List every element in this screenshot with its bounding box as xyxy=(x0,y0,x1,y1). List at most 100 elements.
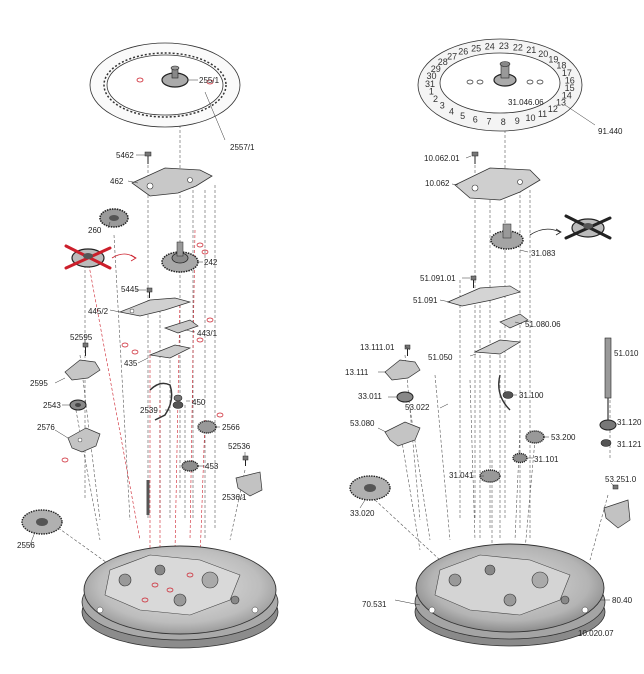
left-labels: 2557/1 255/1 5462 462 260 242 5445 445/2… xyxy=(17,76,255,550)
left-wheel-2543 xyxy=(69,399,87,411)
label-10-020-07: 10.020.07 xyxy=(578,629,614,638)
left-red-assembly-lines xyxy=(87,229,206,570)
date-disc-number: 3 xyxy=(440,101,445,111)
date-disc-number: 6 xyxy=(473,115,478,125)
label-53-200: 53.200 xyxy=(551,433,576,442)
label-31-041: 31.041 xyxy=(449,471,474,480)
label-52595: 52595 xyxy=(70,333,93,342)
label-51-080-06: 51.080.06 xyxy=(525,320,561,329)
date-disc-number: 21 xyxy=(526,45,536,55)
date-disc-number: 27 xyxy=(447,51,457,61)
date-disc-number: 31 xyxy=(425,79,435,89)
left-pinion-450 xyxy=(172,401,184,409)
label-51-091-01: 51.091.01 xyxy=(420,274,456,283)
date-disc-number: 17 xyxy=(562,68,572,78)
label-91-440: 91.440 xyxy=(598,127,623,136)
left-screw-5462 xyxy=(144,151,152,164)
right-lever-51-091 xyxy=(446,275,521,307)
right-part-53-251-0 xyxy=(603,484,631,529)
label-31-101: 31.101 xyxy=(534,455,559,464)
date-disc-number: 18 xyxy=(556,61,566,71)
label-443-1: 443/1 xyxy=(197,329,218,338)
date-disc-number: 7 xyxy=(486,117,491,127)
left-lever-445-2 xyxy=(118,287,192,317)
date-disc-number: 26 xyxy=(458,47,468,57)
right-lever-51-050 xyxy=(473,339,522,411)
right-main-plate xyxy=(414,543,606,647)
left-bridge-462 xyxy=(131,167,213,197)
right-date-finger xyxy=(564,214,612,240)
date-disc-number: 22 xyxy=(513,42,523,52)
label-2595: 2595 xyxy=(30,379,48,388)
date-disc-number: 12 xyxy=(548,104,558,114)
date-disc-number: 13 xyxy=(556,98,566,108)
right-labels: 31.046.06 91.440 10.062.01 10.062 31.083… xyxy=(345,98,642,638)
label-445-2: 445/2 xyxy=(88,307,109,316)
left-part-2595 xyxy=(64,342,101,381)
label-5462: 5462 xyxy=(116,151,134,160)
label-462: 462 xyxy=(110,177,124,186)
date-disc-number: 14 xyxy=(562,91,572,101)
right-lever-51-080-06 xyxy=(499,313,529,329)
right-screw-10-062-01 xyxy=(471,151,479,164)
label-435: 435 xyxy=(124,359,138,368)
right-tool-51-010 xyxy=(604,337,612,420)
label-2536-1: 2536/1 xyxy=(222,493,247,502)
right-wheel-33-020 xyxy=(349,475,391,501)
label-53-022: 53.022 xyxy=(405,403,430,412)
label-2539: 2539 xyxy=(140,406,158,415)
right-wheel-33-011 xyxy=(396,391,414,403)
date-disc-number: 19 xyxy=(548,54,558,64)
date-disc-number: 1 xyxy=(429,86,434,96)
label-31-100: 31.100 xyxy=(519,391,544,400)
date-disc-number: 8 xyxy=(501,117,506,127)
date-disc-number: 29 xyxy=(431,64,441,74)
label-242: 242 xyxy=(204,258,218,267)
label-10-062: 10.062 xyxy=(425,179,450,188)
label-51-091: 51.091 xyxy=(413,296,438,305)
left-exploded-view: 2557/1 255/1 5462 462 260 242 5445 445/2… xyxy=(17,42,279,649)
label-80-40: 80.40 xyxy=(612,596,633,605)
date-disc-number: 20 xyxy=(538,49,548,59)
right-lever-53-080 xyxy=(384,421,421,447)
right-pinion-31-100 xyxy=(502,391,514,399)
date-disc-number: 16 xyxy=(565,75,575,85)
date-disc-number: 10 xyxy=(525,113,535,123)
label-31-121: 31.121 xyxy=(617,440,642,449)
label-255-1: 255/1 xyxy=(199,76,220,85)
left-main-plate xyxy=(81,545,279,649)
date-disc-number: 2 xyxy=(433,94,438,104)
right-bridge-10-062 xyxy=(454,167,541,201)
left-lever-2576 xyxy=(61,427,101,463)
label-33-011: 33.011 xyxy=(358,392,382,401)
label-13-111-01: 13.111.01 xyxy=(360,343,395,352)
right-wheel-31-041 xyxy=(479,469,501,483)
label-51-010: 51.010 xyxy=(614,349,639,358)
right-wheel-31-101 xyxy=(512,452,528,464)
label-31-083: 31.083 xyxy=(531,249,556,258)
label-2557-1: 2557/1 xyxy=(230,143,255,152)
label-2566: 2566 xyxy=(222,423,240,432)
label-2556: 2556 xyxy=(17,541,35,550)
date-disc-number: 4 xyxy=(449,106,454,116)
left-wheel-2556 xyxy=(21,509,63,535)
label-10-062-01: 10.062.01 xyxy=(424,154,460,163)
date-disc-number: 15 xyxy=(565,83,575,93)
date-disc-number: 11 xyxy=(538,109,547,119)
label-2543: 2543 xyxy=(43,401,61,410)
label-51-050: 51.050 xyxy=(428,353,453,362)
label-2576: 2576 xyxy=(37,423,55,432)
date-disc-number: 23 xyxy=(499,41,509,51)
date-disc-number: 9 xyxy=(515,116,520,126)
left-wheel-260 xyxy=(99,208,129,228)
left-lever-435 xyxy=(121,337,204,359)
date-disc-number: 30 xyxy=(426,71,436,81)
left-wheel-2566 xyxy=(197,412,224,434)
right-leader-lines xyxy=(359,104,615,606)
label-260: 260 xyxy=(88,226,102,235)
left-leader-lines xyxy=(29,79,246,546)
label-453: 453 xyxy=(205,462,219,471)
